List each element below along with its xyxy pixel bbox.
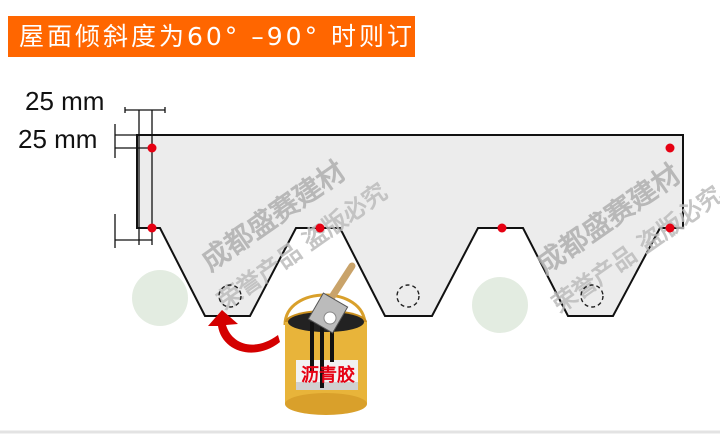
nail-dot <box>497 223 507 233</box>
nail-points <box>147 143 675 233</box>
adhesive-spots <box>218 284 604 308</box>
title-banner: 屋面倾斜度为60° –90° 时则订位图 <box>8 16 468 57</box>
watermark-logo-icon <box>472 277 528 333</box>
nail-dot <box>147 143 157 153</box>
watermark-logo-icon <box>132 270 188 326</box>
can-label: 沥青胶 <box>301 364 355 386</box>
bitumen-can-icon: 沥青胶 <box>283 262 367 415</box>
dimension-lines <box>114 107 166 248</box>
adhesive-spot <box>580 284 604 308</box>
adhesive-spot <box>396 284 420 308</box>
adhesive-spot <box>218 284 242 308</box>
red-arrow-icon <box>208 310 280 353</box>
nail-dot <box>665 143 675 153</box>
dimension-label-top: 25 mm <box>25 86 104 116</box>
nail-dot <box>315 223 325 233</box>
nail-dot <box>147 223 157 233</box>
dimension-label-side: 25 mm <box>18 124 97 154</box>
nail-dot <box>665 223 675 233</box>
